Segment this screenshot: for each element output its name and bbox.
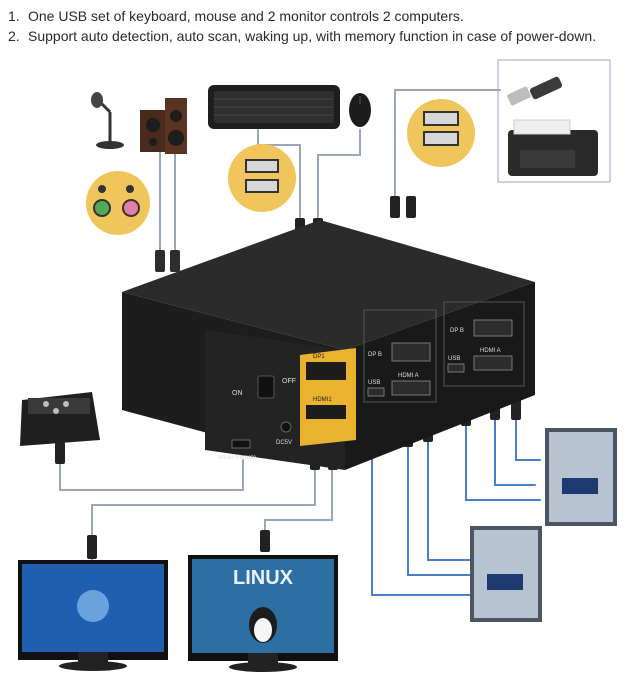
- monitor-2: LINUX: [188, 555, 338, 672]
- pc2-dp-cable: [427, 429, 471, 561]
- power-switch[interactable]: [257, 375, 275, 399]
- plug-remote: [55, 442, 65, 464]
- usb-port-callout-right: [407, 99, 475, 167]
- computer-2: [470, 526, 542, 622]
- pc1-display: [562, 478, 598, 494]
- keyboard-icon: [208, 85, 340, 129]
- plug-printer-b: [406, 196, 416, 218]
- hdmi1-label: HDMI1: [313, 397, 332, 403]
- pc2-display: [487, 574, 523, 590]
- usb-label: USB: [368, 380, 380, 386]
- pc-port-group-2: [443, 301, 525, 387]
- pc1-usb-cable: [465, 404, 541, 501]
- pc1-dp-cable: [515, 404, 541, 461]
- hdmi-port-a2: [473, 355, 513, 371]
- usb-port-1: [367, 387, 385, 397]
- monitor1-cable: [91, 459, 316, 561]
- plug-printer-a: [390, 196, 400, 218]
- dp-port-1: [306, 362, 346, 380]
- switch-on-label: ON: [232, 390, 243, 397]
- plug-pc1-dp: [511, 398, 521, 420]
- printer-callout-frame: [497, 59, 611, 183]
- pc2-usb-cable: [371, 429, 471, 596]
- hdmi-port-1: [306, 405, 346, 419]
- speaker-symbol-icon: [98, 185, 106, 193]
- wired-remote-port: [231, 439, 251, 449]
- speakers-icon: [140, 98, 187, 154]
- usb-drive-icon: [507, 76, 563, 106]
- hdmi-a-label: HDMI A: [398, 373, 419, 379]
- plug-mic: [155, 250, 165, 272]
- remote-cable: [59, 439, 244, 491]
- linux-text: LINUX: [233, 567, 294, 589]
- printer-icon: [508, 119, 598, 176]
- plug-speaker: [170, 250, 180, 272]
- pc-port-group-1: [363, 309, 437, 403]
- dp-port-b2: [473, 319, 513, 337]
- pc1-hdmi-cable: [494, 404, 536, 486]
- pc2-hdmi-cable: [407, 434, 471, 576]
- feature-item-2: 2. Support auto detection, auto scan, wa…: [8, 28, 597, 44]
- feature-item-1: 1. One USB set of keyboard, mouse and 2 …: [8, 8, 464, 24]
- keyboard-cable: [257, 129, 301, 231]
- wired-remote-device: [20, 392, 100, 446]
- monitor-1: [18, 560, 168, 671]
- audio-port-callout: [86, 171, 150, 235]
- windows-logo-icon: [77, 590, 109, 622]
- usb2-label: USB: [448, 356, 460, 362]
- dp-port-b1: [391, 342, 431, 362]
- dc-jack: [280, 421, 292, 433]
- kvm-switch: DP1 HDMI1 DP B HDMI A USB DP B HDMI A US…: [122, 220, 535, 470]
- hdmi-a2-label: HDMI A: [480, 348, 501, 354]
- feature-list: 1. One USB set of keyboard, mouse and 2 …: [8, 6, 628, 46]
- kvm-top-face: [122, 220, 535, 350]
- usb-port-callout-left: [228, 144, 296, 212]
- dp-b2-label: DP B: [450, 328, 464, 334]
- dp-b-label: DP B: [368, 352, 382, 358]
- mouse-cable: [317, 129, 361, 231]
- mic-symbol-icon: [126, 185, 134, 193]
- microphone-icon: [91, 92, 124, 149]
- dp1-label: DP1: [313, 354, 325, 360]
- dc-label: DC5V: [276, 440, 292, 446]
- wired-remote-label: Wired Remote: [218, 455, 257, 461]
- computer-1: [545, 428, 617, 526]
- plug-monitor1: [87, 535, 97, 559]
- switch-off-label: OFF: [282, 378, 296, 385]
- plug-monitor2: [260, 530, 270, 552]
- usb-port-2: [447, 363, 465, 373]
- mouse-icon: [349, 93, 371, 127]
- hdmi-port-a1: [391, 380, 431, 396]
- monitor2-cable: [264, 459, 333, 546]
- printer-cable: [394, 89, 501, 216]
